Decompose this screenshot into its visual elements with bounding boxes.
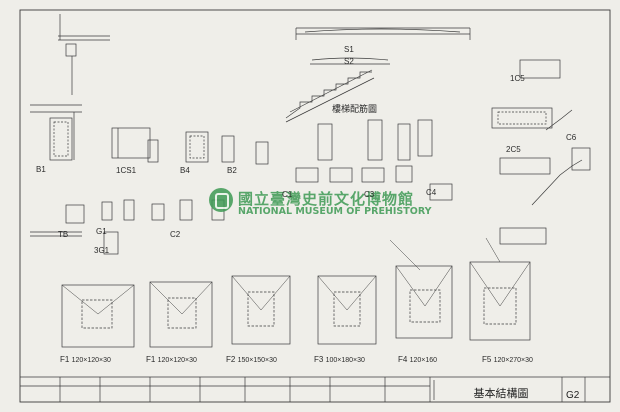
watermark-english: NATIONAL MUSEUM OF PREHISTORY: [238, 206, 432, 217]
stair-title: 樓梯配筋圖: [332, 104, 378, 114]
label-b1: B1: [36, 165, 46, 174]
label-c4: C4: [426, 188, 437, 197]
label-s1: S1: [344, 45, 354, 54]
label-3g1: 3G1: [94, 246, 110, 255]
label-s2: S2: [344, 57, 354, 66]
label-c1: C1: [282, 190, 293, 199]
label-g1: G1: [96, 227, 107, 236]
museum-logo-icon: [209, 188, 233, 212]
label-2c5: 2C5: [506, 145, 521, 154]
footing-label: F2 150×150×30: [226, 355, 277, 364]
label-b4: B4: [180, 166, 190, 175]
label-tb: TB: [58, 230, 69, 239]
footing-label: F3 100×180×30: [314, 355, 365, 364]
label-c6: C6: [566, 133, 577, 142]
label-c2: C2: [170, 230, 181, 239]
label-b2: B2: [227, 166, 237, 175]
drawing-code: G2: [566, 390, 580, 401]
drawing-title: 基本結構圖: [473, 388, 529, 400]
label-c3: C3: [364, 190, 375, 199]
footing-label: F5 120×270×30: [482, 355, 533, 364]
label-1cs1: 1CS1: [116, 166, 137, 175]
footing-label: F1 120×120×30: [146, 355, 197, 364]
watermark-chinese: 國立臺灣史前文化博物館: [238, 190, 415, 208]
label-1c5: 1C5: [510, 74, 525, 83]
footing-label: F1 120×120×30: [60, 355, 111, 364]
footing-label: F4 120×160: [398, 355, 438, 364]
